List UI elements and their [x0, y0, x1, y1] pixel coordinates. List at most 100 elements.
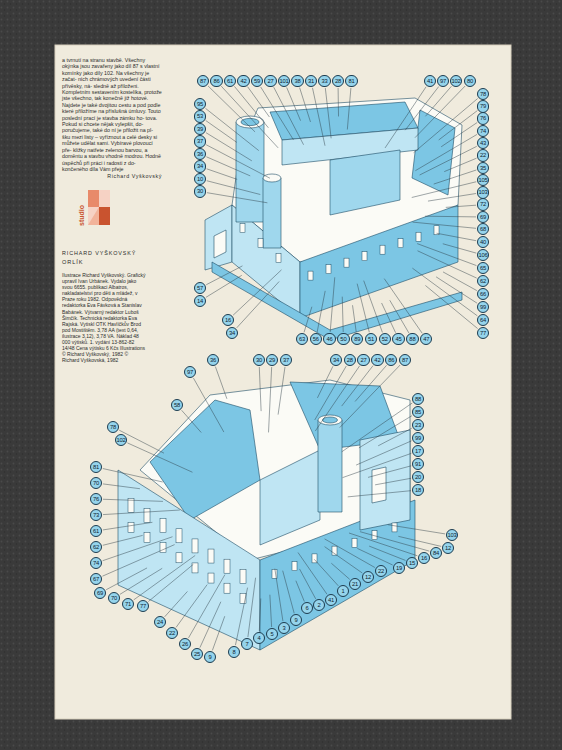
leader-line	[314, 559, 338, 586]
callout-number: 42	[237, 75, 250, 88]
leader-line	[342, 366, 373, 407]
leader-line	[234, 86, 268, 127]
leader-line	[103, 537, 173, 561]
drawing-stroke	[398, 239, 403, 248]
leader-line	[259, 598, 260, 631]
roof	[412, 110, 455, 195]
callout-number: 34	[194, 160, 207, 173]
leader-line	[103, 499, 163, 501]
leader-line	[296, 581, 304, 602]
leader-line	[207, 169, 238, 180]
tower	[263, 178, 281, 248]
drawing-stroke	[292, 562, 297, 571]
leader-line	[342, 297, 344, 332]
leader-line	[412, 268, 477, 316]
leader-line	[364, 281, 383, 333]
drawing-stroke	[224, 583, 230, 593]
leader-line	[206, 275, 242, 297]
callout-number: 46	[323, 333, 336, 346]
tower-top	[236, 116, 264, 128]
leader-line	[420, 146, 477, 175]
side-wall	[205, 205, 232, 270]
leader-line	[206, 145, 270, 178]
leader-line	[176, 585, 207, 628]
leader-line	[182, 410, 202, 432]
leader-line	[298, 553, 327, 595]
leader-line	[206, 266, 242, 285]
leader-line	[278, 367, 285, 415]
upper-castle	[205, 98, 462, 340]
leader-line	[348, 491, 411, 497]
leader-line	[312, 88, 325, 146]
callout-number: 103	[477, 186, 490, 199]
leader-line	[269, 367, 272, 432]
gate	[372, 467, 386, 503]
drawing-stroke	[258, 239, 263, 248]
leader-line	[275, 569, 283, 621]
callout-number: 53	[194, 110, 207, 123]
leader-line	[443, 272, 477, 291]
drawing-stroke	[392, 523, 397, 532]
windows	[128, 498, 397, 603]
leader-line	[304, 307, 312, 333]
leader-line	[359, 416, 412, 448]
callout-number: 27	[357, 354, 370, 367]
callout-number: 72	[477, 198, 490, 211]
studio-logo	[88, 190, 110, 225]
callout-number: 76	[477, 112, 490, 125]
leader-line	[215, 367, 227, 399]
leader-line	[200, 602, 221, 648]
drawing-stroke	[176, 529, 182, 543]
leader-line	[207, 181, 261, 195]
drawing-stroke	[240, 224, 245, 233]
leader-line	[349, 533, 417, 556]
leader-line	[315, 366, 347, 420]
leader-line	[259, 367, 261, 411]
leader-line	[413, 222, 477, 228]
drawing-stroke	[344, 258, 349, 267]
leader-line	[103, 535, 143, 545]
leader-line	[443, 244, 476, 253]
leader-line	[208, 86, 255, 132]
callout-number: 81	[345, 75, 358, 88]
leader-line	[437, 233, 477, 240]
leader-line	[148, 564, 193, 601]
author-name: RICHARD VYŠKOVSKÝ	[62, 250, 172, 256]
leader-line	[193, 378, 223, 432]
callout-number: 22	[477, 149, 490, 162]
callout-number: 86	[210, 75, 223, 88]
tower-top	[263, 174, 281, 182]
leader-line	[446, 205, 476, 207]
drawing-stroke	[326, 265, 331, 274]
leader-line	[384, 279, 422, 334]
model-title: ORLÍK	[62, 259, 83, 265]
leader-line	[444, 158, 476, 171]
drawing-stroke	[160, 543, 166, 553]
leader-line	[375, 478, 411, 485]
drawing-stroke	[144, 508, 150, 522]
leader-line	[390, 300, 409, 333]
leader-line	[428, 193, 476, 201]
leader-line	[330, 277, 335, 332]
leader-line	[300, 569, 316, 599]
callout-number: 42	[371, 354, 384, 367]
drawing-stroke	[88, 207, 99, 225]
callout-number: 27	[264, 75, 277, 88]
leader-line	[441, 123, 477, 147]
callout-number: 50	[337, 333, 350, 346]
leader-line	[343, 453, 412, 477]
drawing-stroke	[88, 190, 110, 225]
drawing-stroke	[240, 569, 246, 583]
leader-line	[300, 88, 311, 122]
lower-castle	[118, 380, 415, 650]
leader-line	[388, 525, 445, 534]
inner-wall	[260, 450, 320, 545]
drawing-stroke	[192, 539, 198, 553]
leader-line	[425, 86, 451, 116]
leader-line	[398, 536, 441, 546]
leader-line	[270, 595, 272, 627]
leader-line	[342, 403, 412, 452]
leader-line	[103, 510, 180, 515]
